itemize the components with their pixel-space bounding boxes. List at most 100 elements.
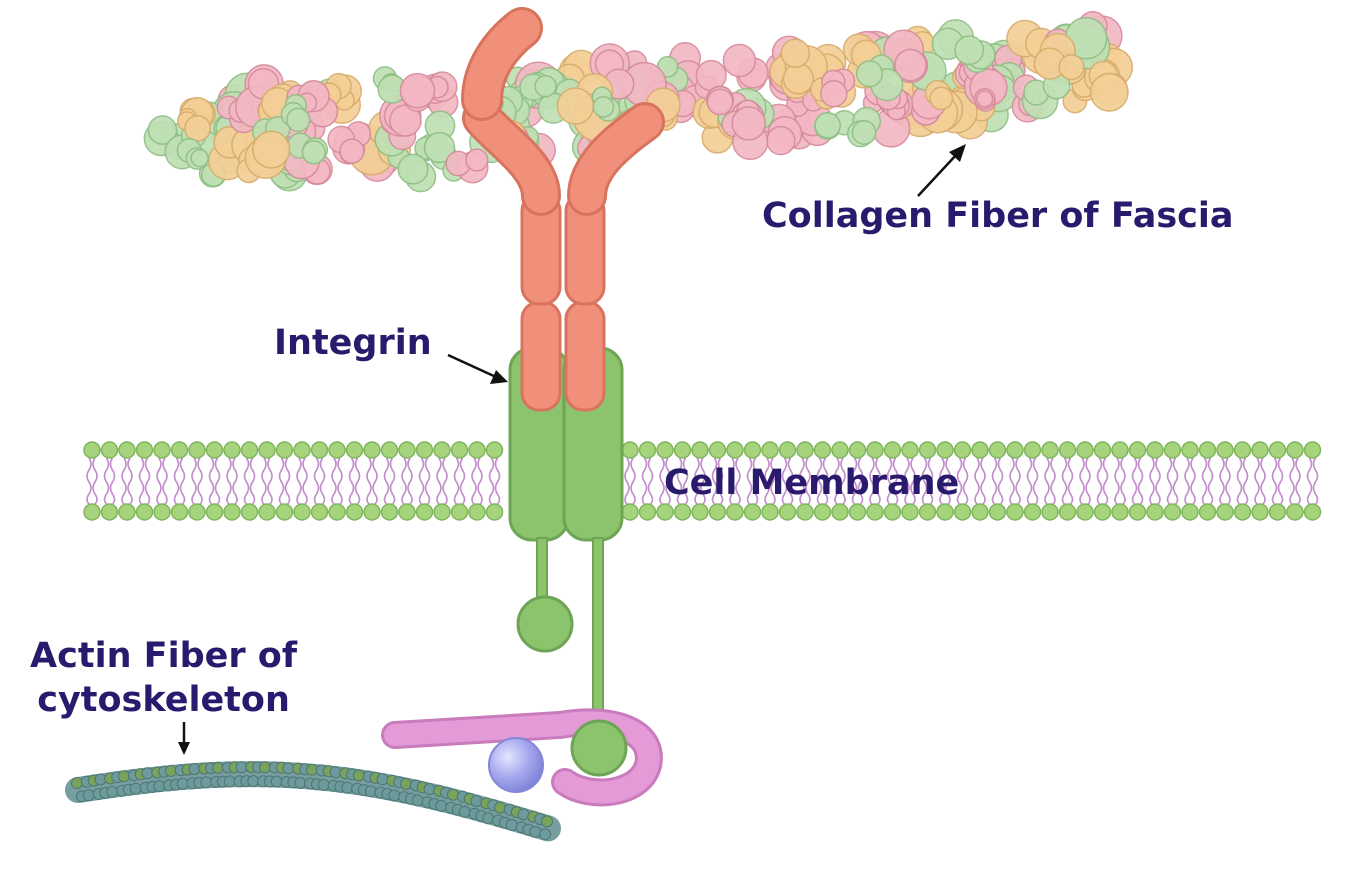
lipid-head: [953, 503, 972, 521]
lipid-tail: [904, 457, 910, 505]
lipid-head: [380, 441, 399, 459]
lipid-tail: [1137, 457, 1144, 505]
lipid-tail: [1061, 457, 1068, 505]
lipid-tail: [1050, 457, 1056, 505]
lipid-head: [118, 441, 136, 459]
lipid-tail: [127, 457, 133, 505]
lipid-tail: [875, 457, 881, 505]
lipid-tail: [1190, 457, 1196, 505]
actin-monomer: [517, 808, 530, 821]
lipid-head: [866, 503, 884, 521]
lipid-tail: [1009, 457, 1015, 505]
lipid-tail: [267, 457, 273, 505]
lipid-tail: [121, 457, 127, 505]
lipid-tail: [249, 457, 256, 505]
lipid-tail: [694, 457, 700, 505]
lipid-tail: [442, 457, 448, 505]
lipid-head: [866, 441, 884, 459]
lipid-tail: [86, 457, 92, 505]
lipid-head: [170, 503, 189, 521]
lipid-head: [1146, 503, 1164, 521]
linker-protein-sphere: [488, 737, 544, 793]
lipid-head: [831, 441, 849, 459]
lipid-tail: [103, 457, 110, 505]
lipid-tail: [179, 457, 186, 505]
actin-monomer: [129, 782, 142, 795]
lipid-head: [415, 503, 434, 521]
lipid-tail: [1166, 457, 1173, 505]
collagen-lump: [846, 106, 882, 148]
lipid-tail: [991, 457, 998, 505]
lipid-tail: [354, 457, 361, 505]
lipid-tail: [717, 457, 724, 505]
lipid-tail: [624, 457, 630, 505]
lipid-tail: [144, 457, 151, 505]
lipid-tail: [746, 457, 753, 505]
lipid-tail: [1201, 457, 1208, 505]
lipid-head: [310, 441, 329, 459]
lipid-head: [1076, 441, 1094, 459]
actin-monomer: [329, 766, 342, 779]
lipid-tail: [214, 457, 221, 505]
collagen-lump: [176, 107, 212, 142]
lipid-head: [638, 441, 657, 459]
actin-monomer: [341, 781, 354, 794]
lipid-head: [240, 441, 259, 459]
lipid-head: [415, 441, 434, 459]
lipid-head: [761, 503, 779, 521]
collagen-lump: [855, 54, 904, 102]
lipid-head: [1233, 441, 1252, 459]
actin-fiber: [65, 761, 561, 842]
lipid-head: [621, 441, 639, 459]
lipid-tail: [1067, 457, 1074, 505]
lipid-tail: [700, 457, 706, 505]
lipid-tail: [962, 457, 969, 505]
collagen-lump: [705, 85, 735, 116]
lipid-head: [468, 503, 486, 521]
lipid-head: [468, 441, 486, 459]
lipid-tail: [799, 457, 805, 505]
adaptor-complex: [381, 708, 663, 807]
lipid-tail: [869, 457, 875, 505]
lipid-head: [100, 441, 119, 459]
lipid-head: [1181, 503, 1199, 521]
lipid-tail: [1295, 457, 1301, 505]
lipid-head: [673, 441, 692, 459]
lipid-head: [1198, 441, 1217, 459]
lipid-tail: [939, 457, 945, 505]
actin-monomer: [106, 785, 119, 798]
lipid-tail: [1044, 457, 1050, 505]
lipid-head: [1128, 503, 1147, 521]
lipid-head: [1216, 503, 1234, 521]
actin-monomer: [118, 770, 130, 783]
lipid-head: [673, 503, 692, 521]
lipid-head: [258, 441, 276, 459]
lipid-head: [901, 441, 919, 459]
actin-monomer: [470, 795, 483, 807]
lipid-tail: [319, 457, 326, 505]
lipid-tail: [418, 457, 425, 505]
lipid-tail: [208, 457, 215, 505]
lipid-head: [83, 441, 101, 459]
lipid-tail: [1032, 457, 1039, 505]
lipid-head: [310, 503, 329, 521]
lipid-head: [398, 441, 416, 459]
actin-monomer: [353, 769, 365, 782]
lipid-tail: [92, 457, 98, 505]
lipid-tail: [840, 457, 846, 505]
lipid-head: [188, 503, 206, 521]
lipid-tail: [1254, 457, 1260, 505]
lipid-tail: [659, 457, 665, 505]
lipid-tail: [822, 457, 829, 505]
actin-monomer: [529, 825, 542, 838]
lipid-tails: [86, 457, 1319, 505]
lipid-head: [1006, 503, 1024, 521]
lipid-tail: [261, 457, 267, 505]
integrin-beta-tail-bulb: [570, 719, 628, 777]
lipid-head: [726, 503, 744, 521]
lipid-head: [778, 441, 797, 459]
lipid-tail: [1306, 457, 1313, 505]
lipid-head: [656, 441, 674, 459]
actin-monomer: [400, 777, 412, 790]
